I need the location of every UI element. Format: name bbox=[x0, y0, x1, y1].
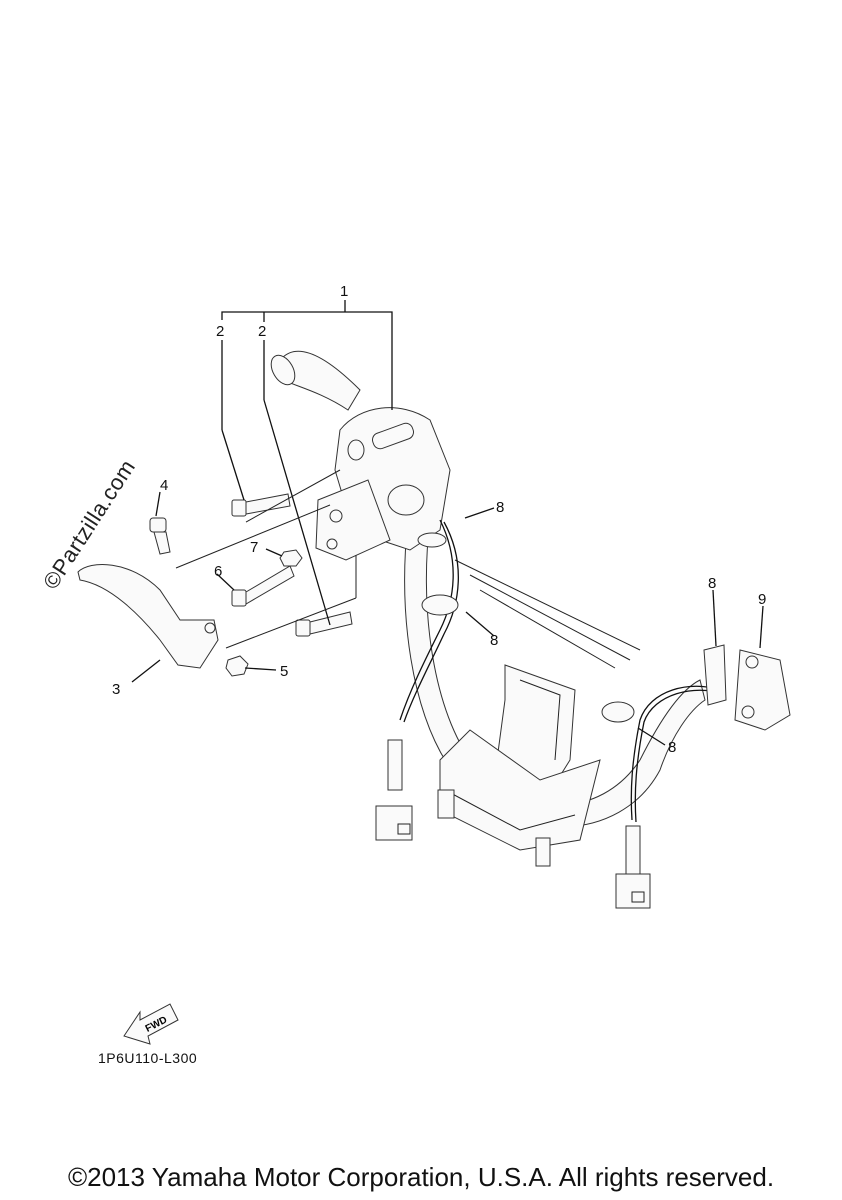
cable-bands bbox=[417, 532, 727, 723]
nut-5 bbox=[225, 655, 249, 677]
lever-bracket bbox=[315, 479, 391, 561]
callout-7: 7 bbox=[250, 539, 258, 556]
callout-8-bottom: 8 bbox=[668, 739, 676, 756]
bolt-6 bbox=[231, 565, 295, 607]
callout-8-right: 8 bbox=[708, 575, 716, 592]
screw-2-lower bbox=[295, 611, 353, 637]
stop-switch bbox=[615, 649, 791, 909]
callout-1: 1 bbox=[340, 283, 348, 300]
callout-8-top: 8 bbox=[496, 499, 504, 516]
callout-2-right: 2 bbox=[258, 323, 266, 340]
pivot-bolt-4 bbox=[149, 517, 171, 555]
callout-3: 3 bbox=[112, 681, 120, 698]
leader-lines bbox=[131, 300, 764, 746]
callout-6: 6 bbox=[214, 563, 222, 580]
nut-7 bbox=[279, 549, 303, 567]
handlebar-mount bbox=[437, 664, 601, 867]
fwd-arrow-icon: FWD bbox=[123, 1003, 179, 1045]
callout-8-mid: 8 bbox=[490, 632, 498, 649]
callout-2-left: 2 bbox=[216, 323, 224, 340]
lever bbox=[77, 564, 219, 669]
screw-2-upper bbox=[231, 493, 291, 517]
callout-9: 9 bbox=[758, 591, 766, 608]
callout-4: 4 bbox=[160, 477, 168, 494]
copyright-notice: ©2013 Yamaha Motor Corporation, U.S.A. A… bbox=[67, 1162, 775, 1192]
callout-labels: 1 2 2 3 4 5 6 7 8 8 8 8 9 bbox=[112, 283, 766, 756]
diagram-code: 1P6U110-L300 bbox=[98, 1050, 198, 1066]
wire-harness bbox=[375, 519, 459, 841]
callout-5: 5 bbox=[280, 663, 288, 680]
